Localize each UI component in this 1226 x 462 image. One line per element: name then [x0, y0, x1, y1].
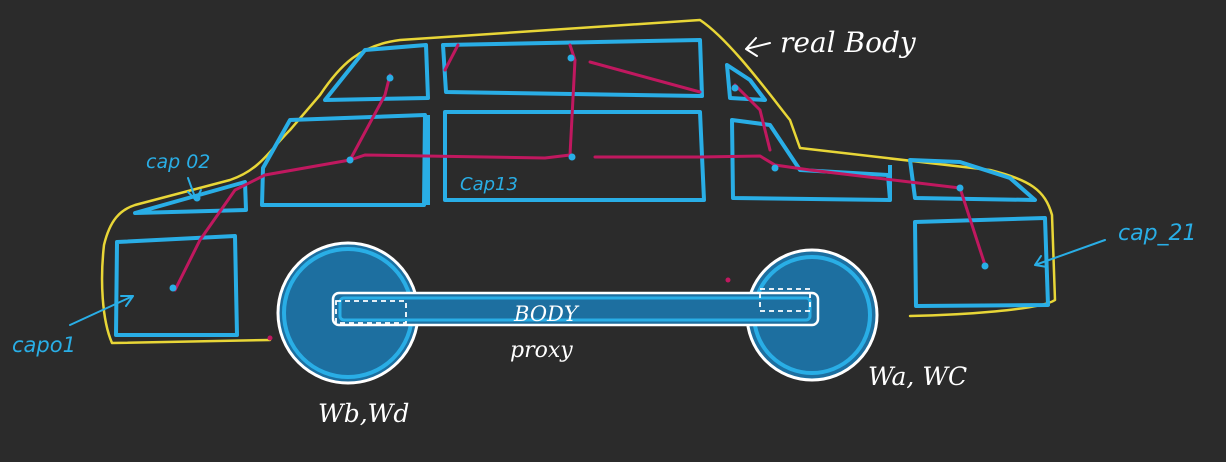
joint-rear-window — [386, 74, 394, 82]
joint-rear-door — [346, 156, 354, 164]
real-body-outline — [100, 18, 1057, 345]
label-cap13: Cap13 — [460, 174, 518, 195]
capsule-cap21 — [913, 216, 1050, 308]
cap21-arrow — [1034, 239, 1106, 268]
label-proxy: proxy — [510, 338, 573, 363]
capsule-front-door — [730, 118, 892, 202]
joint-cap01 — [169, 284, 177, 292]
joint-front-door — [771, 164, 779, 172]
label-cap02: cap 02 — [146, 151, 210, 173]
cap02-arrow — [187, 177, 202, 201]
real-body-arrow — [745, 37, 771, 57]
capsule-rear-window — [323, 43, 430, 102]
joint-center-window — [567, 54, 575, 62]
capsule-center-window — [441, 38, 704, 98]
label-cap01: capo1 — [12, 333, 76, 357]
label-wheels-front: Wa, WC — [868, 362, 967, 391]
capsule-trunk-strip — [133, 180, 248, 215]
annotation-arrows — [69, 37, 1106, 326]
capsules-upper — [323, 38, 767, 102]
body-proxy-inner — [338, 296, 812, 322]
capsules-middle — [133, 110, 1037, 215]
joint-mid-door — [568, 153, 576, 161]
cap01-arrow — [69, 295, 134, 326]
joint-hood — [956, 184, 964, 192]
capsule-front-window — [725, 63, 767, 102]
body-proxy-bar — [331, 291, 820, 327]
axle-rear — [335, 300, 407, 324]
axle-dashed-boxes — [335, 288, 811, 324]
label-cap21: cap_21 — [1118, 221, 1197, 246]
capsule-mid-door — [443, 110, 706, 202]
joint-cap21 — [981, 262, 989, 270]
label-body: BODY — [513, 302, 580, 326]
joint-front-window — [731, 84, 739, 92]
label-real-body: real Body — [780, 26, 917, 59]
capsule-hood — [908, 158, 1037, 202]
bone-links — [173, 43, 987, 292]
stray-marks — [267, 277, 731, 341]
capsule-rear-door — [260, 113, 427, 207]
label-wheels-rear: Wb,Wd — [318, 399, 409, 428]
